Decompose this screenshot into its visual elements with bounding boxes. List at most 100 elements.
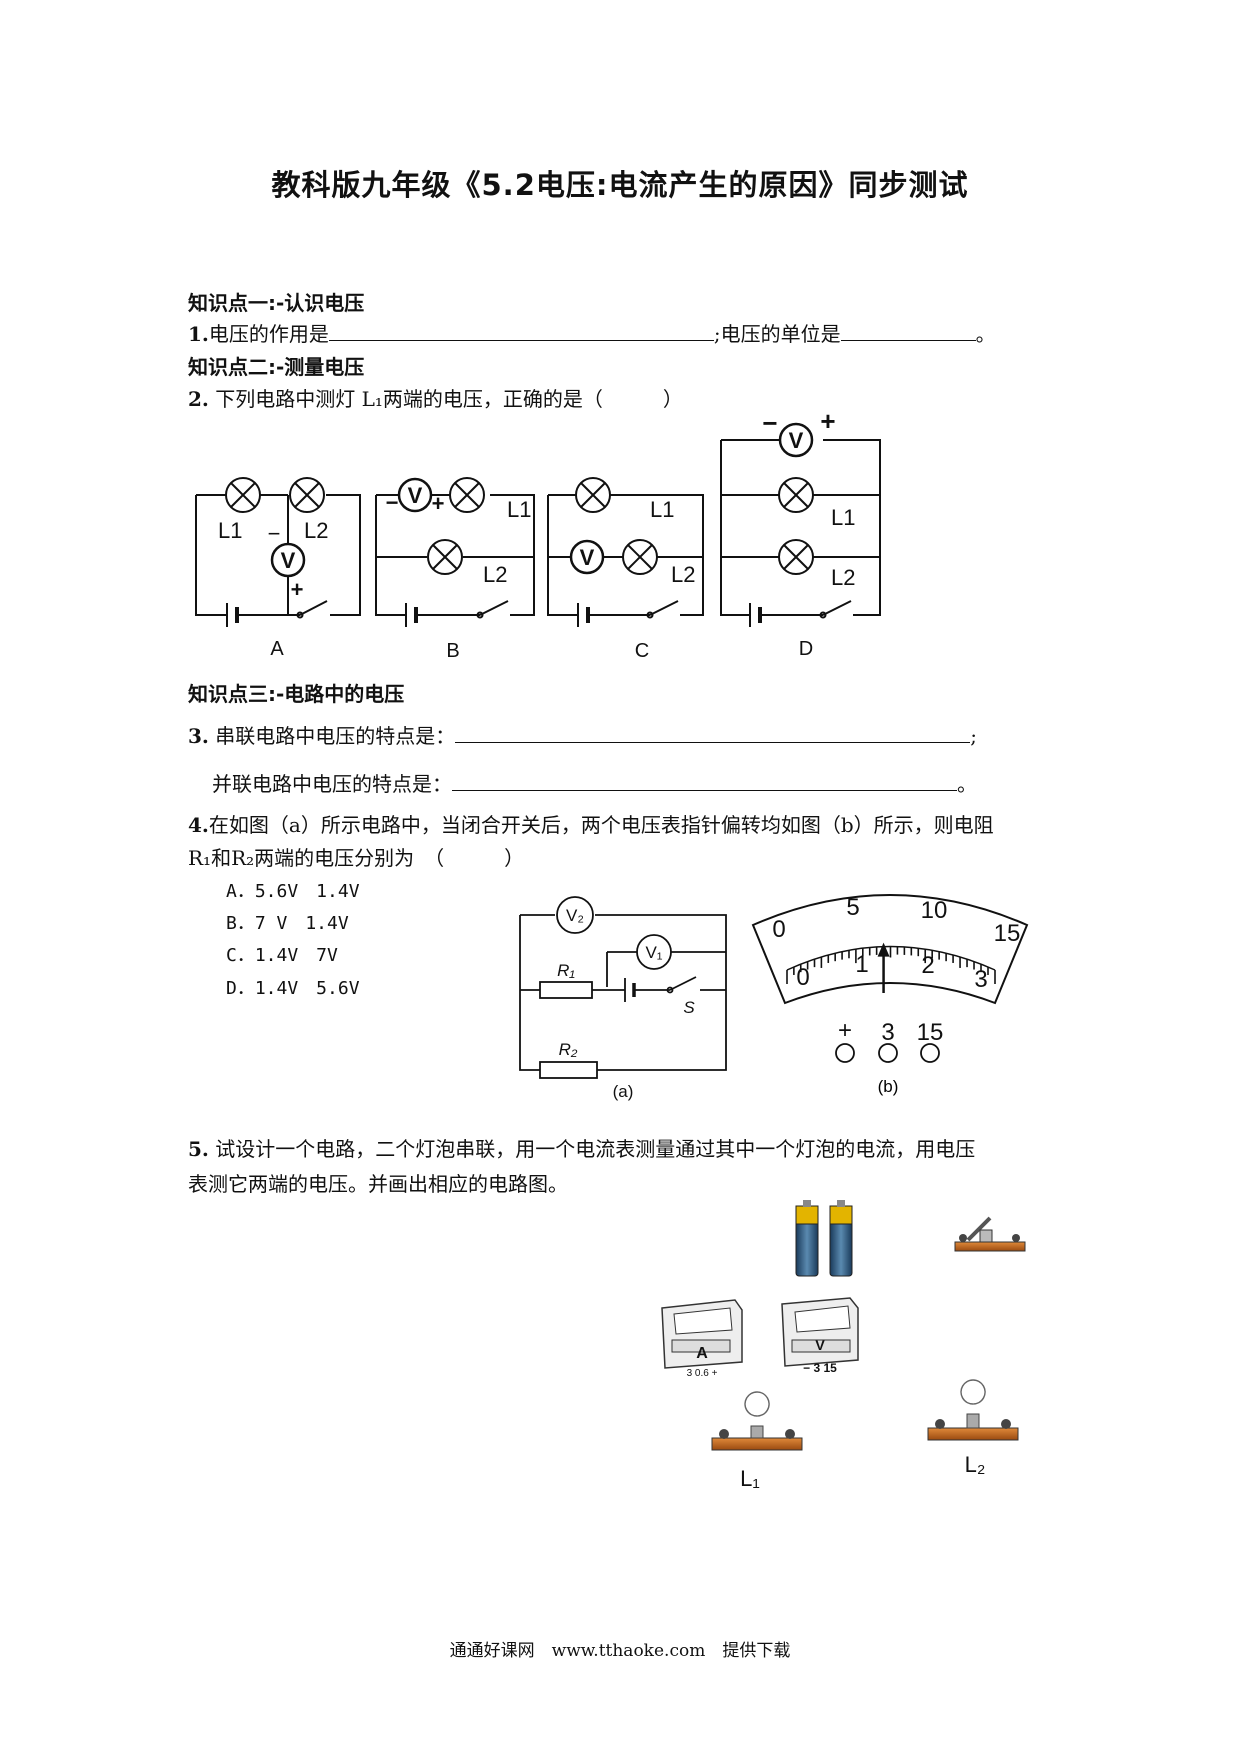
switch-icon [954,1216,1026,1252]
lamp-label: L₁ [740,1466,760,1491]
question-number: 1. [188,322,209,346]
q4-circuit-figure-a: V₂ V₁ R₁ R₂ S (a) [519,896,727,1101]
lamp-icon [622,539,658,575]
lamp-holder-icon: L₂ [927,1379,1019,1477]
battery-icon [829,1200,853,1277]
answer-blank[interactable] [455,722,971,743]
section-heading-1: 知识点一:-认识电压 [188,291,365,315]
question-number: 5. [188,1137,209,1161]
voltmeter-v2-icon [556,896,594,934]
question-4-line2: R₁和R₂两端的电压分别为 （ ） [188,846,525,870]
option-a[interactable]: A．5.6V 1.4V [226,881,360,902]
option-label: D [799,638,813,660]
lamp-label: L2 [671,562,695,587]
figure-caption: (a) [613,1082,634,1101]
lamp-label: L1 [831,505,855,530]
lamp-label: L2 [831,565,855,590]
option-c[interactable]: C．1.4V 7V [226,945,338,966]
section-heading-3: 知识点三:-电路中的电压 [188,682,405,706]
q5-components-picture: A 3 0.6 + V − 3 15 L₁ L₂ [661,1200,1026,1491]
minus-sign: − [386,490,399,515]
page-title: 教科版九年级《5.2电压:电流产生的原因》同步测试 [271,168,969,202]
lamp-label: L1 [218,518,242,543]
scale-tick-label: 3 [974,966,987,993]
lamp-icon [778,477,814,513]
lamp-icon [225,477,261,513]
plus-sign: − [268,521,281,546]
scale-tick-label: 1 [855,951,868,978]
question-number: 3. [188,724,209,748]
plus-sign: + [291,577,304,602]
question-number: 2. [188,387,209,411]
lamp-icon [289,477,325,513]
scale-tick-label: 15 [994,920,1021,947]
meter-label: V₁ [645,943,662,962]
question-text: ;电压的单位是 [713,322,841,346]
terminal-label: + [838,1017,852,1044]
question-number: 4. [188,813,209,837]
ammeter-icon: A 3 0.6 + [661,1299,743,1379]
terminal-label: 3 [881,1019,894,1046]
answer-blank[interactable] [452,770,957,791]
question-5-line2: 表测它两端的电压。并画出相应的电路图。 [188,1172,568,1196]
lamp-label: L1 [507,497,531,522]
question-text: 在如图（a）所示电路中，当闭合开关后，两个电压表指针偏转均如图（b）所示，则电阻 [208,813,994,837]
option-label: C [635,640,649,662]
resistor-label: R₂ [559,1040,578,1059]
voltmeter-label: V [408,483,423,508]
section-heading-2: 知识点二:-测量电压 [188,355,365,379]
lamp-label: L₂ [965,1452,986,1477]
switch-label: S [683,998,695,1017]
ammeter-label: A [696,1345,708,1362]
plus-sign: + [820,406,835,436]
terminal-icon [835,1043,855,1063]
scale-tick-label: 0 [796,964,809,991]
lamp-label: L2 [483,562,507,587]
answer-blank[interactable] [328,320,714,341]
question-text: 串联电路中电压的特点是： [215,724,456,748]
terminal-icon [878,1043,898,1063]
footer: 通通好课网 www.tthaoke.com 提供下载 [449,1641,791,1661]
question-text: 并联电路中电压的特点是： [212,772,452,796]
voltmeter-label: V [281,548,296,573]
option-d[interactable]: D．1.4V 5.6V [226,978,360,999]
terminal-label: 15 [917,1019,944,1046]
lamp-label: L2 [304,518,328,543]
resistor-label: R₁ [557,961,575,980]
scale-tick-label: 10 [921,897,948,924]
minus-sign: − [762,408,777,438]
question-5-line1: 5. 试设计一个电路，二个灯泡串联，用一个电流表测量通过其中一个灯泡的电流，用电… [188,1133,975,1162]
question-text: 电压的作用是 [208,322,329,346]
question-1: 1.电压的作用是;电压的单位是。 [188,318,996,347]
option-label: B [446,640,459,662]
ammeter-terminals: 3 0.6 + [687,1368,718,1379]
terminal-icon [920,1043,940,1063]
question-3b: 并联电路中电压的特点是： 。 [212,768,977,797]
lamp-icon [778,539,814,575]
voltmeter-label: V [789,428,804,453]
scale-tick-label: 5 [846,894,859,921]
question-3a: 3. 串联电路中电压的特点是：; [188,720,977,749]
lamp-icon [427,539,463,575]
q4-voltmeter-dial-figure-b: 0 5 10 15 0 1 2 3 + 3 15 (b) [751,894,1029,1096]
voltmeter-label: V [815,1337,825,1353]
voltmeter-label: V [580,545,595,570]
punctuation: ; [970,724,977,748]
battery-icon [795,1200,819,1277]
voltmeter-v1-icon [636,934,672,970]
scale-tick-label: 2 [921,952,934,979]
q2-circuit-diagrams: V V V V − + − + − + L1 L2 L1 L2 L1 L2 L1… [195,406,881,662]
lamp-holder-icon: L₁ [711,1391,803,1491]
question-4-line1: 4.在如图（a）所示电路中，当闭合开关后，两个电压表指针偏转均如图（b）所示，则… [188,809,994,838]
lamp-icon [449,477,485,513]
punctuation: 。 [957,772,977,796]
voltmeter-icon: V − 3 15 [781,1297,859,1375]
lamp-icon [575,477,611,513]
meter-label: V₂ [566,906,584,925]
scale-tick-label: 0 [772,916,785,943]
option-label: A [270,638,284,660]
option-b[interactable]: B．7 V 1.4V [226,913,349,934]
answer-blank[interactable] [840,320,976,341]
question-2: 2. 下列电路中测灯 L₁两端的电压，正确的是（ ） [188,383,683,412]
question-text: 试设计一个电路，二个灯泡串联，用一个电流表测量通过其中一个灯泡的电流，用电压 [215,1137,976,1161]
